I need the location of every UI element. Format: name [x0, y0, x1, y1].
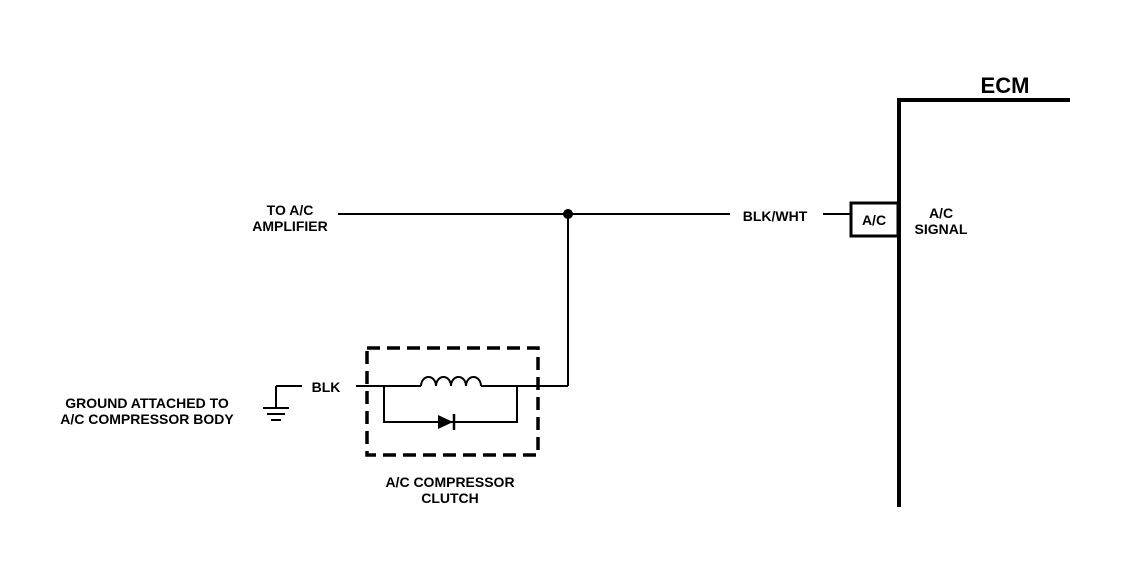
- diode-branch: [383, 386, 518, 423]
- blk-wht-label: BLK/WHT: [743, 208, 808, 224]
- ac-signal-label-line1: A/C: [929, 205, 953, 221]
- to-amplifier-label-line1: TO A/C: [267, 202, 314, 218]
- ground-icon: [263, 407, 289, 421]
- ground-label-line2: A/C COMPRESSOR BODY: [60, 411, 234, 427]
- ecm-terminal-box: [849, 201, 900, 238]
- diode-symbol: [438, 415, 453, 429]
- ecm-title: ECM: [981, 73, 1030, 98]
- clutch-dashed-box: [365, 346, 540, 457]
- clutch-label-line1: A/C COMPRESSOR: [385, 474, 514, 490]
- ac-signal-label-line2: SIGNAL: [915, 221, 968, 237]
- ground-label-line1: GROUND ATTACHED TO: [65, 395, 229, 411]
- clutch-label-line2: CLUTCH: [421, 490, 479, 506]
- to-amplifier-label-line2: AMPLIFIER: [252, 218, 327, 234]
- coil-symbol: [420, 376, 482, 387]
- blk-label: BLK: [312, 379, 341, 395]
- ecm-outline: [897, 98, 1070, 507]
- ecm-terminal-label: A/C: [862, 212, 886, 228]
